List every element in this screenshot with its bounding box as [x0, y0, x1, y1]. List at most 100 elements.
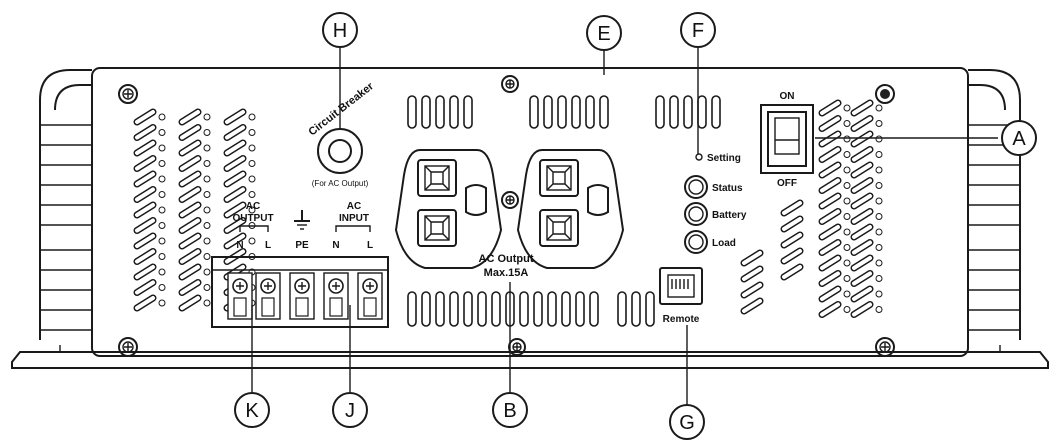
vent-slot — [561, 291, 571, 327]
vent-hole — [875, 120, 883, 127]
vent-hole — [875, 197, 883, 205]
vent-hole — [843, 290, 851, 298]
terminal-l-output: L — [265, 240, 271, 251]
vent-hole — [843, 244, 851, 251]
vent-hole — [158, 268, 166, 276]
vent-hole — [158, 144, 166, 152]
vent-slot — [449, 291, 459, 327]
vent-hole — [843, 151, 851, 158]
svg-text:F: F — [692, 20, 704, 42]
screw-icon — [508, 338, 526, 356]
svg-text:G: G — [679, 412, 695, 434]
svg-text:H: H — [333, 20, 347, 42]
vent-slot — [585, 95, 595, 129]
svg-text:A: A — [1012, 128, 1026, 150]
terminal-l-input: L — [367, 240, 373, 251]
vent-hole — [203, 237, 211, 245]
left-heatsink-fins — [39, 69, 92, 340]
vent-slot — [463, 291, 473, 327]
vent-slot — [571, 95, 581, 129]
vent-slot — [645, 291, 655, 327]
vent-hole — [875, 135, 883, 143]
vent-slot — [491, 291, 501, 327]
remote-port[interactable]: Remote — [659, 267, 703, 325]
vent-hole — [248, 144, 256, 152]
vent-hole — [158, 191, 166, 198]
vent-slot — [477, 291, 487, 327]
vent-slot — [589, 291, 599, 327]
terminal-n-output: N — [236, 240, 243, 251]
vent-hole — [203, 191, 211, 198]
vent-hole — [158, 253, 166, 260]
vent-slot — [421, 95, 431, 129]
vent-hole — [203, 160, 211, 167]
terminal-pe: PE — [295, 240, 309, 251]
vent-hole — [875, 306, 883, 313]
callout-f: F — [680, 12, 716, 48]
ac-outlet-right[interactable] — [516, 149, 625, 269]
vent-slot — [697, 95, 707, 129]
screw-icon — [875, 84, 895, 104]
vent-hole — [158, 206, 166, 214]
vent-hole — [203, 268, 211, 276]
vent-hole — [203, 175, 211, 183]
vent-hole — [843, 135, 851, 143]
battery-label: Battery — [712, 210, 747, 221]
ac-outlet-left[interactable] — [394, 149, 503, 269]
callout-h: H — [322, 12, 358, 48]
callout-g: G — [669, 404, 705, 440]
power-switch[interactable]: ON OFF — [760, 91, 814, 189]
vent-hole — [843, 306, 851, 313]
battery-led: Battery — [684, 202, 747, 226]
vent-hole — [843, 182, 851, 189]
callout-a: A — [1001, 120, 1037, 156]
vent-hole — [875, 151, 883, 158]
screw-icon — [501, 75, 519, 93]
vent-hole — [843, 259, 851, 267]
ground-icon — [294, 210, 310, 230]
vent-slot — [407, 291, 417, 327]
vent-hole — [203, 113, 211, 121]
status-led: Status — [684, 175, 743, 199]
screw-icon — [501, 191, 519, 209]
vent-slot — [519, 291, 529, 327]
setting-indicator[interactable]: Setting — [695, 153, 741, 164]
vent-hole — [203, 284, 211, 291]
vent-hole — [875, 166, 883, 174]
vent-hole — [248, 175, 256, 183]
vent-hole — [843, 213, 851, 220]
vent-hole — [843, 228, 851, 236]
ac-output-rating-label: Max.15A — [484, 267, 529, 279]
vent-slot — [683, 95, 693, 129]
vent-hole — [875, 213, 883, 220]
vent-hole — [843, 104, 851, 112]
vent-slot — [547, 291, 557, 327]
ac-input-terminal-label-1: AC — [347, 201, 361, 212]
vent-hole — [875, 104, 883, 112]
status-label: Status — [712, 183, 743, 194]
remote-label: Remote — [663, 314, 700, 325]
ac-output-label: AC Output — [479, 253, 534, 265]
switch-off-label: OFF — [777, 178, 797, 189]
svg-text:J: J — [345, 400, 355, 422]
vent-slot — [435, 95, 445, 129]
vent-slot — [575, 291, 585, 327]
setting-label: Setting — [707, 153, 741, 164]
vent-slot — [421, 291, 431, 327]
ac-output-terminal-label-1: AC — [246, 201, 260, 212]
vent-hole — [158, 113, 166, 121]
for-ac-output-label: (For AC Output) — [312, 179, 369, 188]
screw-icon — [118, 84, 138, 104]
vent-slot — [435, 291, 445, 327]
vent-hole — [158, 129, 166, 136]
vent-hole — [875, 290, 883, 298]
ac-input-terminal-label-2: INPUT — [339, 213, 369, 224]
ac-output-terminal-label-2: OUTPUT — [232, 213, 273, 224]
vent-hole — [875, 244, 883, 251]
callout-e: E — [586, 15, 622, 51]
vent-hole — [203, 129, 211, 136]
svg-text:K: K — [245, 400, 259, 422]
circuit-breaker[interactable]: Circuit Breaker (For AC Output) — [306, 80, 376, 188]
vent-slot — [407, 95, 417, 129]
terminal-block[interactable]: AC OUTPUT AC INPUT N L PE N L — [211, 201, 389, 328]
